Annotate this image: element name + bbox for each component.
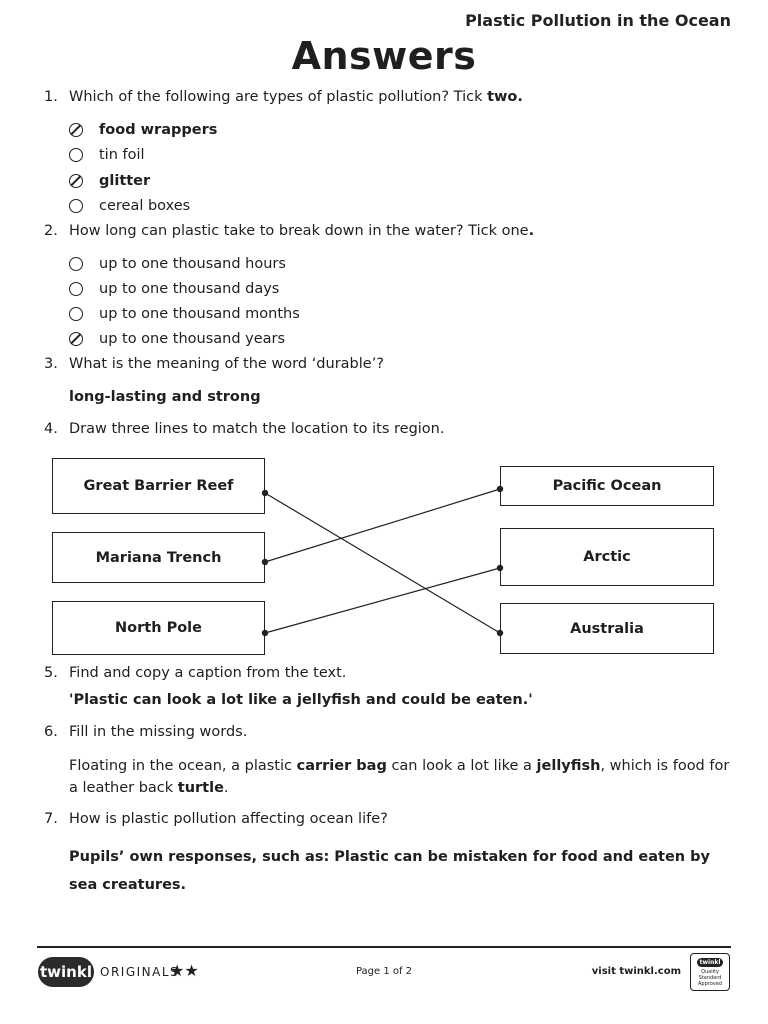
badge-caption: Quality Standard Approved — [698, 968, 722, 987]
question-text: How long can plastic take to break down … — [69, 223, 529, 239]
question-text: Fill in the missing words. — [69, 724, 248, 740]
question-number: 5. — [44, 665, 58, 681]
match-dot — [496, 564, 504, 572]
circle-icon[interactable] — [69, 282, 83, 296]
option-label: up to one thousand hours — [99, 256, 286, 272]
twinkl-logo[interactable]: twinkl — [38, 957, 94, 987]
q1-option-3[interactable]: glitter — [69, 173, 150, 189]
question-text: Draw three lines to match the location t… — [69, 421, 445, 437]
question-number: 1. — [44, 89, 58, 105]
star-rating-icon: ★★ — [170, 961, 199, 980]
location-box-mariana-trench[interactable]: Mariana Trench — [52, 532, 265, 583]
question-text: Which of the following are types of plas… — [69, 89, 488, 105]
document-topic: Plastic Pollution in the Ocean — [465, 11, 731, 30]
match-dot — [496, 485, 504, 493]
match-line-pole-arctic — [264, 567, 501, 634]
q3-answer: long-lasting and strong — [69, 389, 261, 405]
region-box-australia[interactable]: Australia — [500, 603, 714, 654]
question-5: 5. Find and copy a caption from the text. — [44, 665, 346, 681]
tick-circle-icon[interactable] — [69, 174, 83, 188]
missing-word: carrier bag — [296, 758, 387, 774]
q1-option-4[interactable]: cereal boxes — [69, 198, 190, 214]
q1-option-2[interactable]: tin foil — [69, 147, 145, 163]
region-box-arctic[interactable]: Arctic — [500, 528, 714, 586]
question-1: 1. Which of the following are types of pl… — [44, 89, 523, 105]
website-link[interactable]: visit twinkl.com — [591, 966, 681, 977]
option-label: tin foil — [99, 147, 145, 163]
question-number: 7. — [44, 811, 58, 827]
location-box-north-pole[interactable]: North Pole — [52, 601, 265, 655]
question-2: 2. How long can plastic take to break dow… — [44, 223, 534, 239]
page-title: Answers — [291, 34, 477, 78]
option-label: cereal boxes — [99, 198, 191, 214]
question-text: What is the meaning of the word ‘durable… — [69, 356, 385, 372]
match-dot — [261, 558, 269, 566]
q6-answer-paragraph: Floating in the ocean, a plastic carrier… — [69, 755, 739, 799]
text-run: Floating in the ocean, a plastic — [69, 758, 297, 774]
match-dot — [261, 629, 269, 637]
q2-option-3[interactable]: up to one thousand months — [69, 306, 300, 322]
question-text: Find and copy a caption from the text. — [69, 665, 347, 681]
match-dot — [496, 629, 504, 637]
option-label: up to one thousand days — [99, 281, 280, 297]
question-emphasis: two. — [487, 89, 523, 105]
badge-logo: twinkl — [696, 957, 724, 967]
question-text: How is plastic pollution affecting ocean… — [69, 811, 388, 827]
q5-answer: 'Plastic can look a lot like a jellyfish… — [69, 692, 533, 708]
q2-option-1[interactable]: up to one thousand hours — [69, 256, 286, 272]
q7-answer-line-2: sea creatures. — [69, 877, 187, 893]
page-number: Page 1 of 2 — [355, 966, 413, 977]
circle-icon[interactable] — [69, 199, 83, 213]
missing-word: turtle — [177, 780, 224, 796]
footer-divider — [37, 946, 731, 948]
tick-circle-icon[interactable] — [69, 123, 83, 137]
match-line-reef-australia — [264, 492, 501, 634]
question-3: 3. What is the meaning of the word ‘durab… — [44, 356, 384, 372]
question-number: 2. — [44, 223, 58, 239]
tick-circle-icon[interactable] — [69, 332, 83, 346]
option-label: up to one thousand years — [99, 331, 286, 347]
question-4: 4. Draw three lines to match the location… — [44, 421, 444, 437]
match-line-trench-pacific — [264, 488, 501, 563]
originals-label: ORIGINALS — [100, 965, 180, 979]
option-label: food wrappers — [99, 122, 218, 138]
text-run: , which is food for a leather back — [69, 758, 730, 796]
question-emphasis: . — [528, 223, 535, 239]
match-dot — [261, 489, 269, 497]
question-number: 4. — [44, 421, 58, 437]
option-label: glitter — [99, 173, 151, 189]
circle-icon[interactable] — [69, 148, 83, 162]
circle-icon[interactable] — [69, 307, 83, 321]
q2-option-2[interactable]: up to one thousand days — [69, 281, 279, 297]
text-run: . — [223, 780, 229, 796]
question-number: 6. — [44, 724, 58, 740]
q1-option-1[interactable]: food wrappers — [69, 122, 217, 138]
circle-icon[interactable] — [69, 257, 83, 271]
question-6: 6. Fill in the missing words. — [44, 724, 247, 740]
question-7: 7. How is plastic pollution affecting oce… — [44, 811, 388, 827]
location-box-great-barrier-reef[interactable]: Great Barrier Reef — [52, 458, 265, 514]
quality-standard-badge-icon: twinkl Quality Standard Approved — [690, 953, 730, 991]
question-number: 3. — [44, 356, 58, 372]
q7-answer-line-1: Pupils’ own responses, such as: Plastic … — [69, 849, 711, 865]
option-label: up to one thousand months — [99, 306, 300, 322]
missing-word: jellyfish — [536, 758, 601, 774]
text-run: can look a lot like a — [386, 758, 537, 774]
q2-option-4[interactable]: up to one thousand years — [69, 331, 285, 347]
